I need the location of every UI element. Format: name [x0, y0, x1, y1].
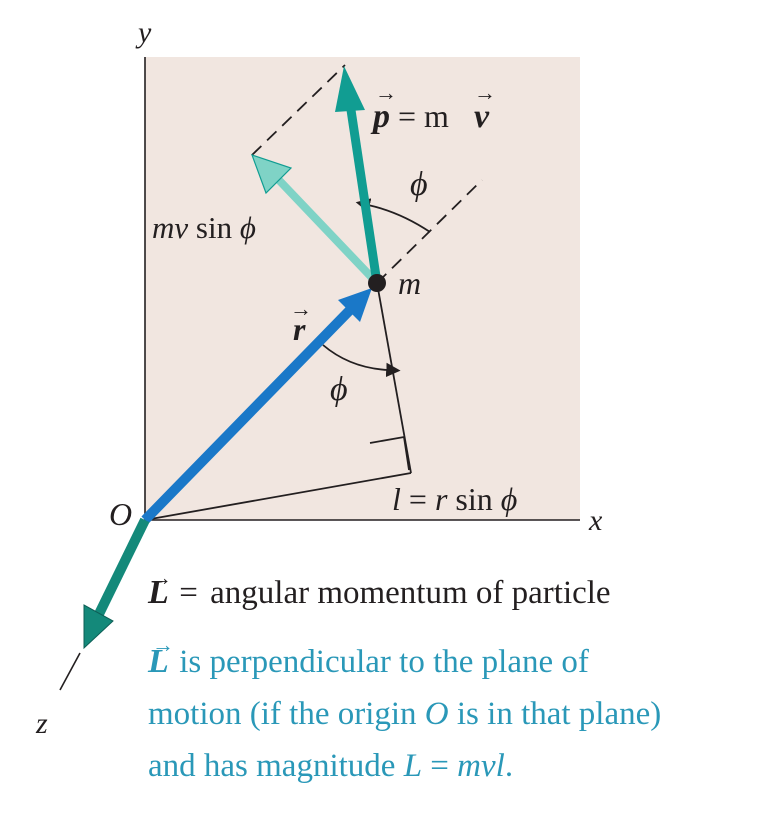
svg-text:= m: = m: [390, 98, 449, 134]
y-axis-label: y: [135, 16, 152, 49]
angle-arc-bottom: [322, 344, 401, 378]
lever-arm-triangle: [144, 282, 412, 521]
svg-text:→: →: [474, 80, 496, 105]
phi-label-bottom: ϕ: [330, 371, 348, 408]
svg-text:is perpendicular to the plane: is perpendicular to the plane of: [171, 644, 589, 680]
svg-text:L: L: [147, 574, 169, 611]
svg-text:v: v: [474, 98, 490, 135]
origin-label: O: [109, 496, 132, 532]
perpendicular-component-label: mv sin ϕ: [152, 210, 256, 245]
perpendicular-component-arrow: [251, 154, 380, 286]
mass-label: m: [398, 265, 421, 301]
position-vector-arrow: [141, 288, 372, 524]
x-axis-label: x: [588, 504, 603, 537]
svg-text:p: p: [370, 98, 390, 135]
svg-text:L: L: [147, 643, 169, 680]
z-axis-label: z: [35, 707, 48, 740]
svg-text:motion (if the origin O is in: motion (if the origin O is in that plane…: [148, 696, 661, 732]
svg-text:= angular momentum of particle: = angular momentum of particle: [171, 575, 611, 611]
caption: → L is perpendicular to the plane of mot…: [147, 632, 661, 784]
momentum-label: → p = m → v: [370, 80, 496, 135]
phi-label-top: ϕ: [410, 166, 428, 203]
lever-arm-label: l = r sin ϕ: [392, 481, 517, 517]
momentum-vector-arrow: [335, 66, 382, 284]
angle-arc-top: [355, 198, 431, 233]
svg-text:→: →: [375, 80, 397, 105]
svg-text:→: →: [290, 296, 312, 321]
svg-text:→: →: [152, 632, 174, 657]
position-vector-label: → r: [290, 296, 312, 347]
svg-text:and has magnitude L = mvl.: and has magnitude L = mvl.: [148, 748, 513, 784]
svg-text:→: →: [150, 565, 172, 590]
definition-line: → L = angular momentum of particle: [147, 565, 611, 611]
angular-momentum-vector-arrow: [83, 517, 150, 650]
z-axis-dashed: [59, 652, 81, 691]
particle-dot: [368, 274, 386, 292]
svg-text:r: r: [293, 311, 306, 347]
